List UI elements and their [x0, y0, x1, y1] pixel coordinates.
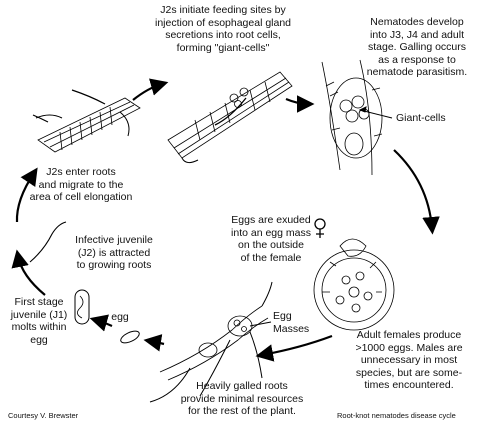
arrow-feeding-to-galling: [285, 95, 315, 113]
first-stage-juvenile-caption: First stage juvenile (J1) molts within e…: [10, 296, 68, 346]
egg-masses-label: Egg Masses: [273, 310, 310, 335]
adult-female-egg-mass-illustration: [313, 238, 395, 331]
credit-text: Courtesy V. Brewster: [8, 411, 79, 420]
diagram-footer-title: Root-knot nematodes disease cycle: [337, 411, 456, 420]
giant-cells-label: Giant-cells: [396, 112, 446, 124]
root-entry-illustration: [32, 89, 141, 153]
adult-females-caption: Adult females produce >1000 eggs. Males …: [355, 329, 463, 391]
arrow-galling-to-eggs: [393, 149, 440, 235]
galled-roots-caption: Heavily galled roots provide minimal res…: [180, 380, 304, 417]
root-entry-caption: J2s enter roots and migrate to the area …: [29, 166, 133, 203]
development-caption: Nematodes develop into J3, J4 and adult …: [366, 16, 468, 78]
egg-illustration: [120, 330, 140, 344]
egg-masses-pointer: [249, 321, 272, 327]
gall-giant-cells-illustration: [321, 59, 383, 176]
arrow-egg-to-j1: [89, 314, 113, 332]
arrow-root-entry-to-feeding: [132, 78, 169, 101]
arrow-eggs-to-galled-roots: [255, 334, 333, 362]
giant-cells-pointer: [358, 106, 393, 119]
feeding-sites-caption: J2s initiate feeding sites by injection …: [154, 4, 292, 54]
j2-juvenile-illustrations: [29, 114, 67, 263]
female-symbol-icon: [314, 218, 326, 238]
arrow-j1-to-j2: [11, 249, 46, 296]
arrow-j2-to-roots: [15, 167, 38, 223]
arrow-galled-roots-to-egg: [143, 334, 165, 352]
j1-in-egg-illustration: [74, 289, 90, 325]
infective-juvenile-caption: Infective juvenile (J2) is attracted to …: [75, 234, 153, 271]
feeding-site-illustration: [167, 71, 293, 164]
eggs-exuded-caption: Eggs are exuded into an egg mass on the …: [231, 214, 311, 264]
egg-label: egg: [111, 311, 129, 323]
cycle-arrows: [11, 78, 440, 362]
